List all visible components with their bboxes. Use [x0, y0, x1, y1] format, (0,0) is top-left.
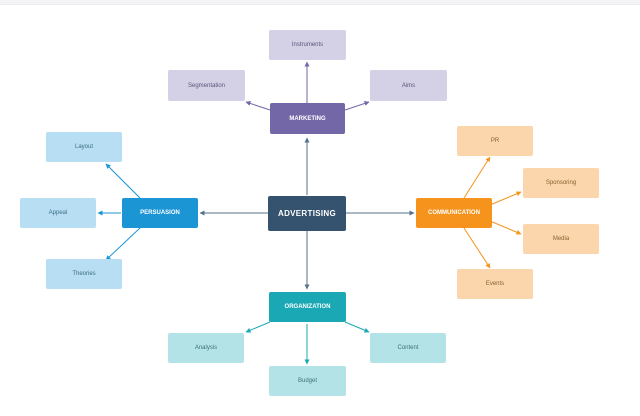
- node-aims[interactable]: Aims: [370, 70, 447, 101]
- edge-organization-analysis: [245, 321, 271, 333]
- node-advertising[interactable]: ADVERTISING: [268, 196, 346, 231]
- node-communication[interactable]: COMMUNICATION: [416, 198, 492, 228]
- edge-persuasion-theories: [105, 227, 141, 261]
- edge-organization-content: [344, 321, 370, 333]
- node-appeal[interactable]: Appeal: [20, 198, 96, 228]
- node-segmentation[interactable]: Segmentation: [168, 70, 245, 101]
- node-analysis[interactable]: Analysis: [168, 333, 244, 363]
- node-sponsoring[interactable]: Sponsoring: [523, 168, 599, 198]
- edge-persuasion-layout: [105, 163, 141, 199]
- node-layout[interactable]: Layout: [46, 132, 122, 162]
- top-border: [0, 0, 640, 5]
- node-media[interactable]: Media: [523, 224, 599, 254]
- node-marketing[interactable]: MARKETING: [270, 103, 345, 134]
- node-events[interactable]: Events: [457, 269, 533, 299]
- edge-communication-media: [489, 220, 522, 235]
- node-content[interactable]: Content: [370, 333, 446, 363]
- node-budget[interactable]: Budget: [269, 366, 346, 396]
- node-instruments[interactable]: Instruments: [269, 30, 346, 60]
- edge-marketing-aims: [344, 101, 370, 111]
- node-theories[interactable]: Theories: [46, 259, 122, 289]
- edge-communication-sponsoring: [489, 191, 522, 206]
- edge-communication-pr: [463, 156, 491, 199]
- node-organization[interactable]: ORGANIZATION: [269, 292, 346, 322]
- node-persuasion[interactable]: PERSUASION: [122, 198, 198, 228]
- edge-communication-events: [463, 227, 491, 269]
- node-pr[interactable]: PR: [457, 126, 533, 156]
- edge-marketing-segmentation: [245, 101, 271, 111]
